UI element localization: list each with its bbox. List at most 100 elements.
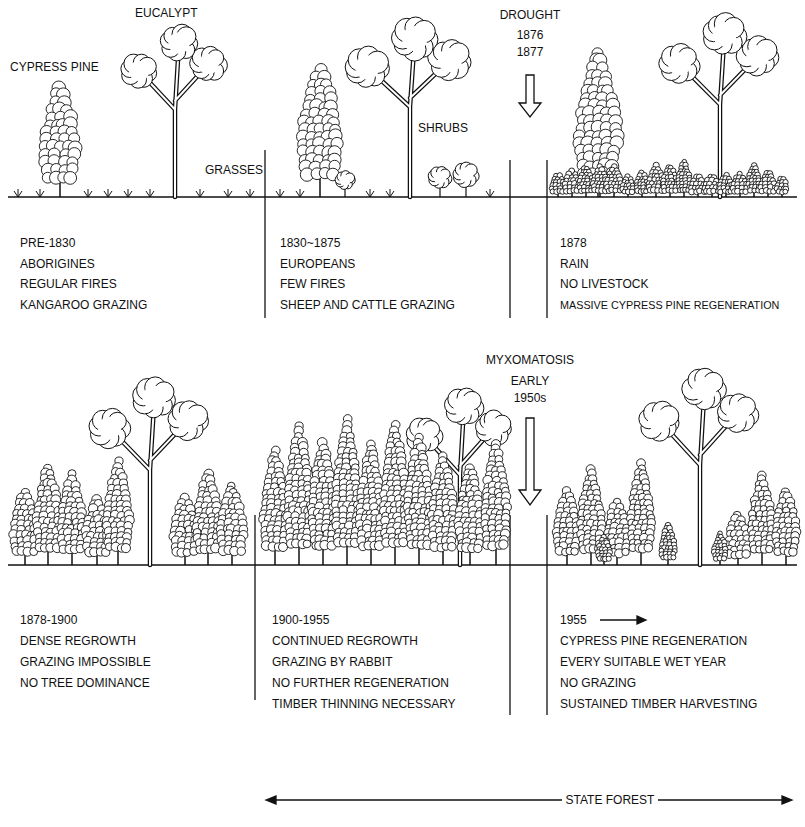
grass-tuft bbox=[486, 189, 494, 197]
eucalypt bbox=[345, 17, 471, 197]
foliage bbox=[198, 54, 218, 74]
grass-tuft bbox=[196, 189, 204, 197]
eucalypt bbox=[406, 388, 511, 565]
foliage bbox=[459, 167, 474, 182]
foliage bbox=[648, 410, 671, 433]
grass-tuft bbox=[36, 189, 44, 197]
divider bbox=[254, 515, 255, 700]
cypress-pine bbox=[620, 174, 636, 197]
grass bbox=[14, 189, 22, 197]
grass bbox=[224, 189, 232, 197]
foliage bbox=[129, 61, 149, 81]
trunk bbox=[660, 389, 738, 565]
cypress-pine bbox=[216, 482, 248, 565]
shrub bbox=[335, 171, 355, 197]
foliage bbox=[168, 32, 189, 53]
timeline-arrow bbox=[600, 619, 640, 620]
foliage bbox=[121, 544, 130, 553]
foliage bbox=[571, 548, 579, 556]
foliage bbox=[712, 22, 736, 46]
divider bbox=[546, 515, 547, 715]
cypress-pine bbox=[774, 176, 788, 197]
trees bbox=[9, 13, 801, 565]
grass bbox=[104, 189, 112, 197]
foliage bbox=[499, 540, 508, 549]
foliage bbox=[434, 171, 447, 184]
divider bbox=[509, 160, 510, 318]
myxomatosis-arrow bbox=[519, 418, 541, 505]
foliage bbox=[453, 396, 474, 417]
cypress-pine bbox=[573, 48, 624, 197]
cypress-pine bbox=[39, 81, 82, 197]
cypress-pine bbox=[32, 464, 63, 565]
frame-lines bbox=[8, 75, 797, 804]
foliage bbox=[692, 377, 716, 401]
foliage bbox=[64, 172, 77, 185]
grass bbox=[196, 189, 204, 197]
divider bbox=[546, 160, 547, 318]
grass bbox=[84, 189, 92, 197]
grass bbox=[246, 189, 254, 197]
foliage bbox=[448, 542, 457, 551]
shrub bbox=[453, 162, 479, 197]
grass-tuft bbox=[84, 189, 92, 197]
foliage bbox=[668, 52, 691, 75]
foliage bbox=[483, 418, 503, 438]
cypress-pine bbox=[758, 170, 778, 197]
arrowhead bbox=[782, 796, 792, 804]
foliage bbox=[355, 55, 379, 79]
foliage bbox=[726, 402, 749, 425]
grass bbox=[296, 189, 304, 197]
foliage bbox=[303, 540, 311, 548]
grass bbox=[486, 189, 494, 197]
grass bbox=[276, 189, 284, 197]
foliage bbox=[746, 45, 769, 68]
grass-tuft bbox=[146, 189, 154, 197]
foliage bbox=[98, 417, 121, 440]
grass-tuft bbox=[296, 189, 304, 197]
cypress-pine bbox=[577, 465, 606, 565]
ground-line bbox=[8, 564, 797, 565]
state-forest-line bbox=[272, 799, 786, 800]
cypress-pine bbox=[702, 174, 722, 197]
foliage bbox=[176, 409, 199, 432]
foliage bbox=[474, 544, 482, 552]
grass-tuft bbox=[224, 189, 232, 197]
grass bbox=[124, 189, 132, 197]
grass bbox=[146, 189, 154, 197]
cypress-pine bbox=[604, 164, 624, 197]
eucalypt bbox=[659, 13, 779, 197]
cypress-pine bbox=[427, 452, 457, 565]
shrub bbox=[428, 167, 452, 197]
trunk bbox=[660, 389, 738, 565]
eucalypt bbox=[639, 368, 759, 565]
foliage bbox=[629, 189, 635, 195]
foliage bbox=[402, 26, 427, 51]
drought-arrow bbox=[519, 75, 541, 117]
grass-tuft bbox=[104, 189, 112, 197]
foliage bbox=[438, 48, 462, 72]
grass bbox=[366, 189, 374, 197]
foliage bbox=[783, 189, 788, 194]
grass bbox=[36, 189, 44, 197]
cypress-pine bbox=[102, 457, 134, 565]
grass-tuft bbox=[386, 189, 394, 197]
cypress-pine bbox=[57, 470, 87, 565]
grass bbox=[386, 189, 394, 197]
cypress-pine bbox=[307, 438, 339, 565]
grass-tuft bbox=[14, 189, 22, 197]
grass-tuft bbox=[366, 189, 374, 197]
grass-tuft bbox=[124, 189, 132, 197]
foliage bbox=[339, 175, 350, 186]
arrowhead bbox=[266, 796, 276, 804]
cypress-pine bbox=[454, 464, 485, 565]
grass-tuft bbox=[276, 189, 284, 197]
eucalypt bbox=[89, 377, 209, 565]
cypress-pine bbox=[283, 422, 315, 565]
foliage bbox=[142, 386, 166, 410]
arrowhead bbox=[637, 616, 646, 624]
ground-line bbox=[8, 196, 797, 197]
divider bbox=[509, 515, 510, 715]
grass-tuft bbox=[246, 189, 254, 197]
